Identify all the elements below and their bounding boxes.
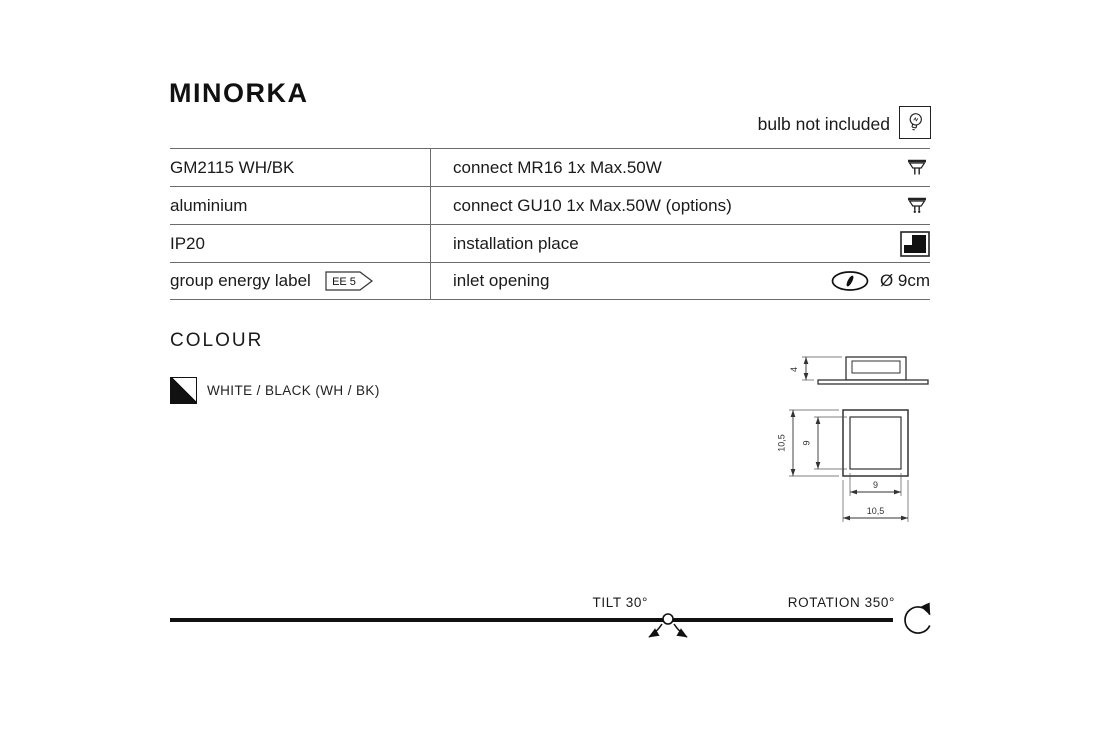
colour-swatch-white-black xyxy=(170,377,197,404)
ip-rating-label: IP20 xyxy=(170,233,205,253)
tilt-label: TILT 30° xyxy=(592,595,648,610)
gu10-bulb-icon xyxy=(906,197,928,214)
table-row: GM2115 WH/BK connect MR16 1x Max.50W xyxy=(170,148,930,186)
baseline-rule xyxy=(170,618,893,622)
table-row: IP20 installation place xyxy=(170,224,930,262)
energy-badge-value: EE 5 xyxy=(332,276,356,288)
product-code: GM2115 WH/BK xyxy=(170,157,295,177)
inlet-diameter-value: Ø 9cm xyxy=(879,271,930,290)
material-label: aluminium xyxy=(170,195,248,215)
dim-label-side-height: 4 xyxy=(789,367,799,372)
dim-label-inner-height: 9 xyxy=(802,440,812,445)
colour-swatch-label: WHITE / BLACK (WH / BK) xyxy=(207,383,380,398)
technical-drawing: 4 10,5 9 9 10,5 xyxy=(768,350,943,535)
mr16-bulb-icon xyxy=(906,159,928,176)
dim-label-outer-width: 10,5 xyxy=(867,506,885,516)
rotation-arrow-icon xyxy=(899,601,937,644)
inlet-opening-label: inlet opening xyxy=(453,271,550,290)
energy-label-badge: EE 5 xyxy=(325,271,373,291)
energy-label-text: group energy label xyxy=(170,271,311,290)
bulb-not-included-note: bulb not included xyxy=(757,114,890,134)
connect-gu10-label: connect GU10 1x Max.50W (options) xyxy=(453,195,732,215)
tilt-arrows-icon xyxy=(641,608,695,653)
installation-place-icon xyxy=(900,230,930,257)
dim-label-outer-height: 10,5 xyxy=(777,434,787,452)
installation-place-label: installation place xyxy=(453,233,579,253)
page-title: MINORKA xyxy=(169,78,309,108)
spec-table: GM2115 WH/BK connect MR16 1x Max.50W xyxy=(170,148,930,300)
colour-heading: COLOUR xyxy=(170,330,264,351)
table-row: aluminium connect GU10 1x Max.50W (optio… xyxy=(170,186,930,224)
dim-label-inner-width: 9 xyxy=(873,480,878,490)
connect-mr16-label: connect MR16 1x Max.50W xyxy=(453,157,662,177)
table-row: group energy label EE 5 inlet opening xyxy=(170,262,930,300)
rotation-label: ROTATION 350° xyxy=(787,595,895,610)
inlet-opening-icon xyxy=(830,270,870,292)
bulb-icon xyxy=(899,106,931,139)
